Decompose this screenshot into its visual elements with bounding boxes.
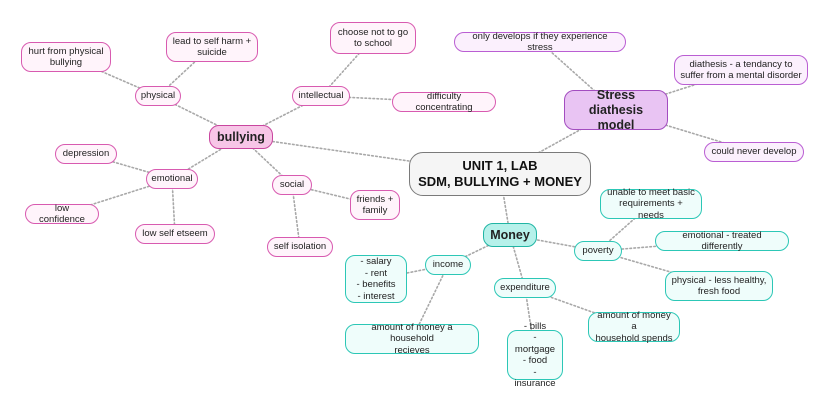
link-money-poverty xyxy=(509,234,599,252)
social-node: social xyxy=(272,175,312,195)
diathesis-definition-node: diathesis - a tendancy to suffer from a … xyxy=(674,55,808,85)
stress-diathesis-node: Stress diathesis model xyxy=(564,88,668,132)
root-node: UNIT 1, LAB SDM, BULLYING + MONEY xyxy=(409,152,591,196)
basic-needs-node: unable to meet basic requirements + need… xyxy=(600,187,702,221)
low-confidence-node: low confidence xyxy=(25,203,99,225)
emotional-treated-node: emotional - treated differently xyxy=(655,230,789,252)
hurt-physical-bullying-node: hurt from physical bullying xyxy=(21,42,111,72)
only-develops-stress-node: only develops if they experience stress xyxy=(454,31,626,53)
link-bullying-intellectual xyxy=(240,95,322,138)
link-emotional-depression xyxy=(85,153,173,180)
difficulty-concentrating-node: difficulty concentrating xyxy=(392,91,496,113)
physical-node: physical xyxy=(135,86,181,106)
low-self-esteem-node: low self etseem xyxy=(135,224,215,244)
self-harm-suicide-node: lead to self harm + suicide xyxy=(166,32,258,62)
physical-less-healthy-node: physical - less healthy, fresh food xyxy=(665,271,773,301)
bullying-node: bullying xyxy=(209,125,273,149)
intellectual-node: intellectual xyxy=(292,86,350,106)
depression-node: depression xyxy=(55,144,117,164)
self-isolation-node: self isolation xyxy=(267,237,333,257)
link-social-isolation xyxy=(291,184,301,248)
choose-not-school-node: choose not to go to school xyxy=(330,22,416,54)
expenditure-node: expenditure xyxy=(494,278,556,298)
income-sources-node: - salary - rent - benefits - interest xyxy=(345,255,407,303)
emotional-node: emotional xyxy=(146,169,198,189)
poverty-node: poverty xyxy=(574,241,622,261)
expenditure-items-node: - bills - mortgage - food - insurance xyxy=(507,321,563,389)
could-never-develop-node: could never develop xyxy=(704,142,804,162)
money-node: Money xyxy=(483,223,537,247)
money-spent-node: amount of money a household spends xyxy=(588,310,680,344)
friends-family-node: friends + family xyxy=(350,190,400,220)
income-node: income xyxy=(425,255,471,275)
money-received-node: amount of money a household recieves xyxy=(345,322,479,356)
